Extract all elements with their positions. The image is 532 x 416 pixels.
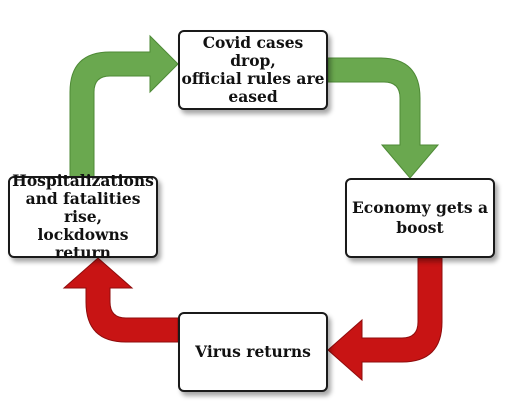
node-virus-returns: Virus returns bbox=[178, 312, 328, 392]
node-hospitalizations-rise: Hospitalizations and fatalities rise, lo… bbox=[8, 172, 158, 262]
node-bottom-label: Virus returns bbox=[195, 342, 311, 361]
arrow-top-to-right bbox=[327, 57, 440, 179]
arrow-left-to-top bbox=[69, 34, 179, 178]
node-right-label: Economy gets a boost bbox=[351, 198, 489, 237]
arrow-bottom-to-left bbox=[62, 257, 179, 343]
node-covid-cases-drop: Covid cases drop, official rules are eas… bbox=[178, 30, 328, 110]
node-economy-boost: Economy gets a boost bbox=[345, 178, 495, 258]
node-left-label: Hospitalizations and fatalities rise, lo… bbox=[12, 171, 154, 262]
node-top-label: Covid cases drop, official rules are eas… bbox=[181, 33, 325, 106]
arrow-right-to-bottom bbox=[327, 257, 443, 382]
